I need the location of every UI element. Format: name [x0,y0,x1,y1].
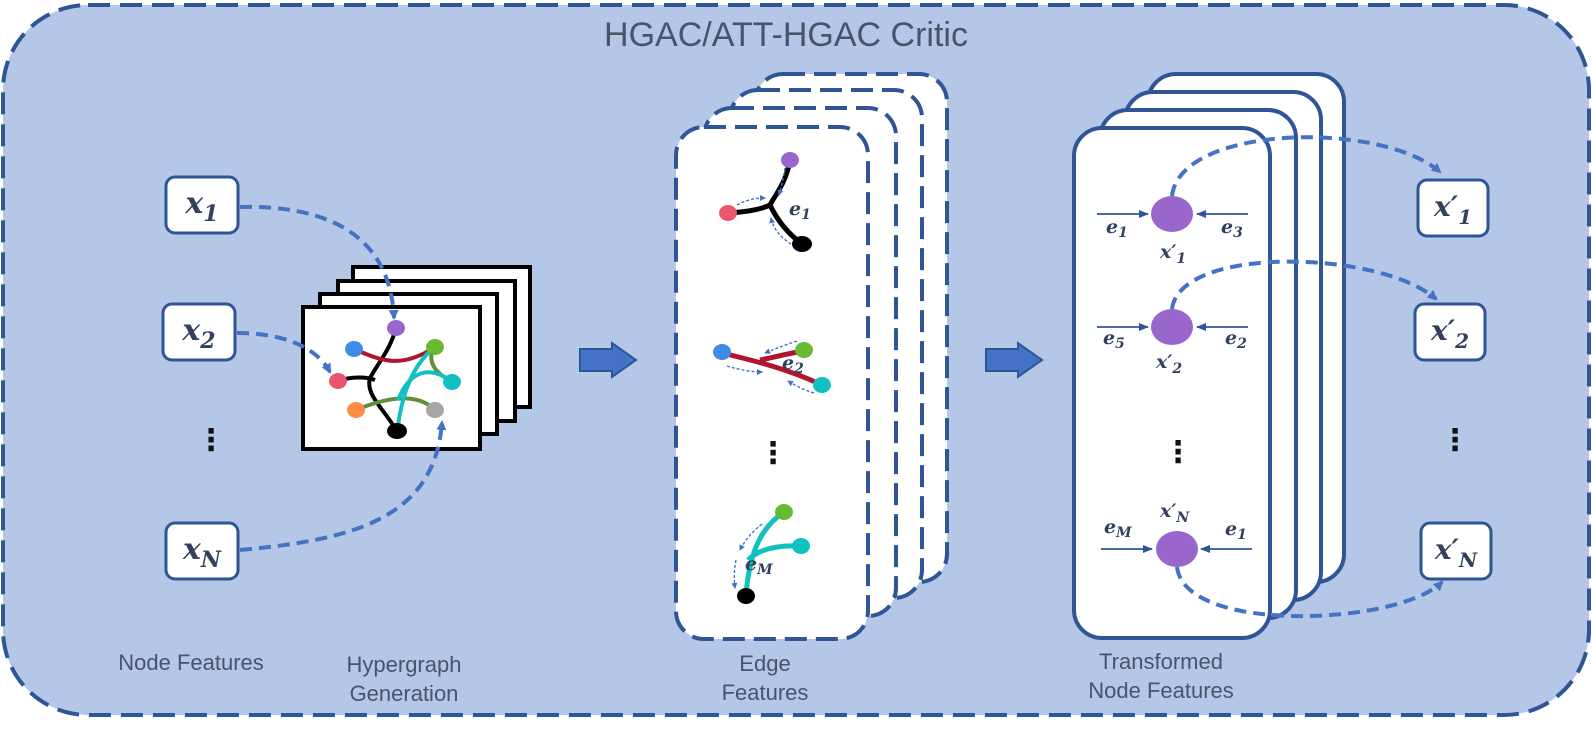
svg-text:eM: eM [745,553,773,578]
caption-hypergraph-line1: Hypergraph [347,652,462,677]
caption-edge-line2: Features [722,680,809,705]
transformed-ellipsis: ⋮ [1163,435,1193,470]
flow-arrow-2 [985,341,1044,379]
svg-text:x1: x1 [184,186,218,227]
arrow-x2-to-hypergraph [236,331,332,374]
transformed-node-N: eM e1 x′N [1101,500,1252,567]
diagram-title: HGAC/ATT-HGAC Critic [604,16,968,54]
vertex-green [426,339,444,355]
input-node-x1: x1 [164,175,240,235]
vertex-red [329,373,347,389]
input-ellipsis: ⋮ [196,423,226,458]
svg-text:eM: eM [1104,516,1132,541]
svg-text:x2: x2 [181,313,215,354]
output-node-xN: x′N [1419,521,1493,581]
flow-arrow-1 [579,341,638,379]
edge-e1: e1 [719,152,812,252]
output-ellipsis: ⋮ [1440,423,1470,458]
vertex-black [387,423,407,439]
caption-node-features: Node Features [118,650,264,675]
output-node-x2: x′2 [1413,302,1487,362]
vertex-purple [387,320,405,336]
svg-text:e1: e1 [1225,518,1247,543]
svg-text:e5: e5 [1103,327,1125,352]
arrow-node2-to-output [1170,259,1438,310]
svg-text:e2: e2 [1225,327,1247,352]
caption-transformed-line2: Node Features [1088,678,1234,703]
edge-feature-stack [674,72,949,641]
svg-text:x′2: x′2 [1155,351,1182,377]
edge-eM: eM [731,504,810,604]
input-node-xN: xN [164,521,240,581]
arrow-xN-to-hypergraph [239,420,447,552]
transformed-node-2: e5 e2 x′2 [1097,309,1248,377]
output-node-x1: x′1 [1416,178,1490,238]
input-node-x2: x2 [161,302,237,362]
svg-text:x′1: x′1 [1433,190,1472,229]
svg-text:x′2: x′2 [1430,314,1469,353]
svg-text:e1: e1 [1106,216,1128,241]
caption-hypergraph-line2: Generation [350,681,459,706]
caption-edge-line1: Edge [739,651,790,676]
caption-transformed-line1: Transformed [1099,649,1223,674]
hypergraph-stack [301,265,532,451]
svg-text:e2: e2 [782,352,804,377]
transformed-node-1: e1 e3 x′1 [1097,196,1248,267]
arrow-nodeN-to-output [1175,566,1444,619]
vertex-gray [426,402,444,418]
edge-e2: e2 [713,340,831,394]
transformed-stack [1072,72,1346,640]
svg-text:e3: e3 [1221,216,1243,241]
svg-text:xN: xN [182,532,222,573]
edge-ellipsis: ⋮ [758,436,788,471]
arrow-node1-to-output [1170,135,1442,197]
svg-text:e1: e1 [789,198,811,223]
arrow-x1-to-hypergraph [239,204,399,320]
svg-text:x′N: x′N [1159,500,1190,526]
vertex-blue [345,341,363,357]
svg-text:x′1: x′1 [1159,241,1186,267]
vertex-cyan [443,374,461,390]
svg-text:x′N: x′N [1434,533,1478,572]
vertex-orange [347,402,365,418]
